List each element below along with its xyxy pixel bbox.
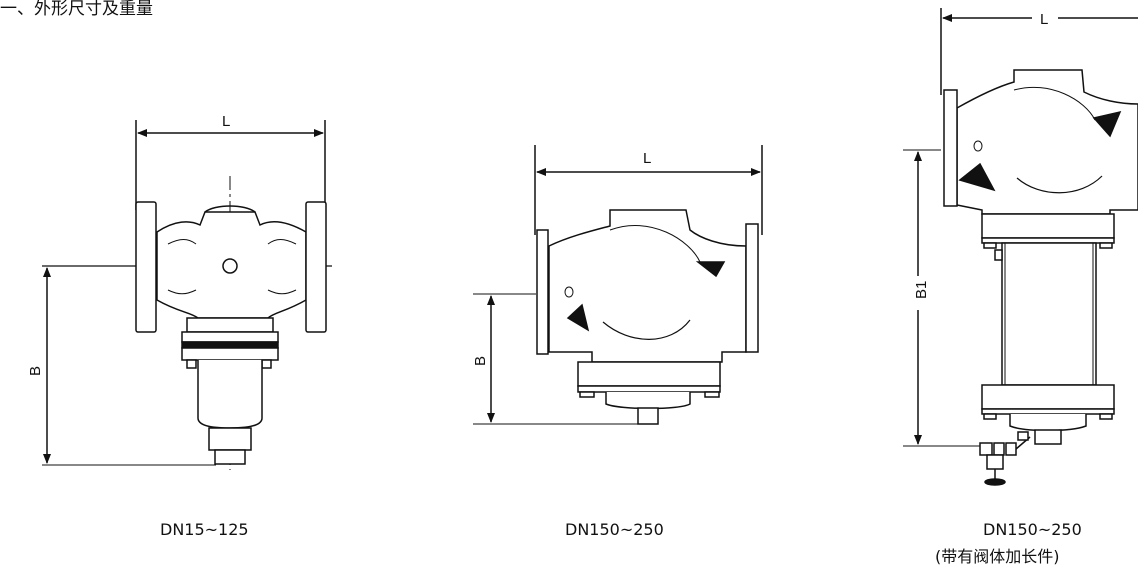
valve-drawing-dn15-125 [42, 120, 332, 470]
caption-dn15-125: DN15~125 [160, 520, 249, 539]
caption-dn150-250-extended: DN150~250 [983, 520, 1082, 539]
dimension-l-label: L [643, 150, 651, 167]
valve-drawing-dn150-250-extended [903, 8, 1138, 486]
section-heading: 一、外形尺寸及重量 [0, 0, 153, 19]
dimension-label-background [908, 276, 928, 310]
caption-dn150-250: DN150~250 [565, 520, 664, 539]
dimension-label-background [1032, 8, 1058, 28]
dimension-b-label: B [27, 366, 44, 376]
dimension-b1-label: B1 [913, 281, 930, 299]
dimension-b-label: B [472, 356, 489, 366]
valve-drawing-dn150-250 [473, 145, 763, 425]
dimension-l-label: L [1040, 11, 1048, 28]
caption-note-extended: (带有阀体加长件) [935, 547, 1060, 566]
dimension-l-label: L [222, 113, 230, 130]
